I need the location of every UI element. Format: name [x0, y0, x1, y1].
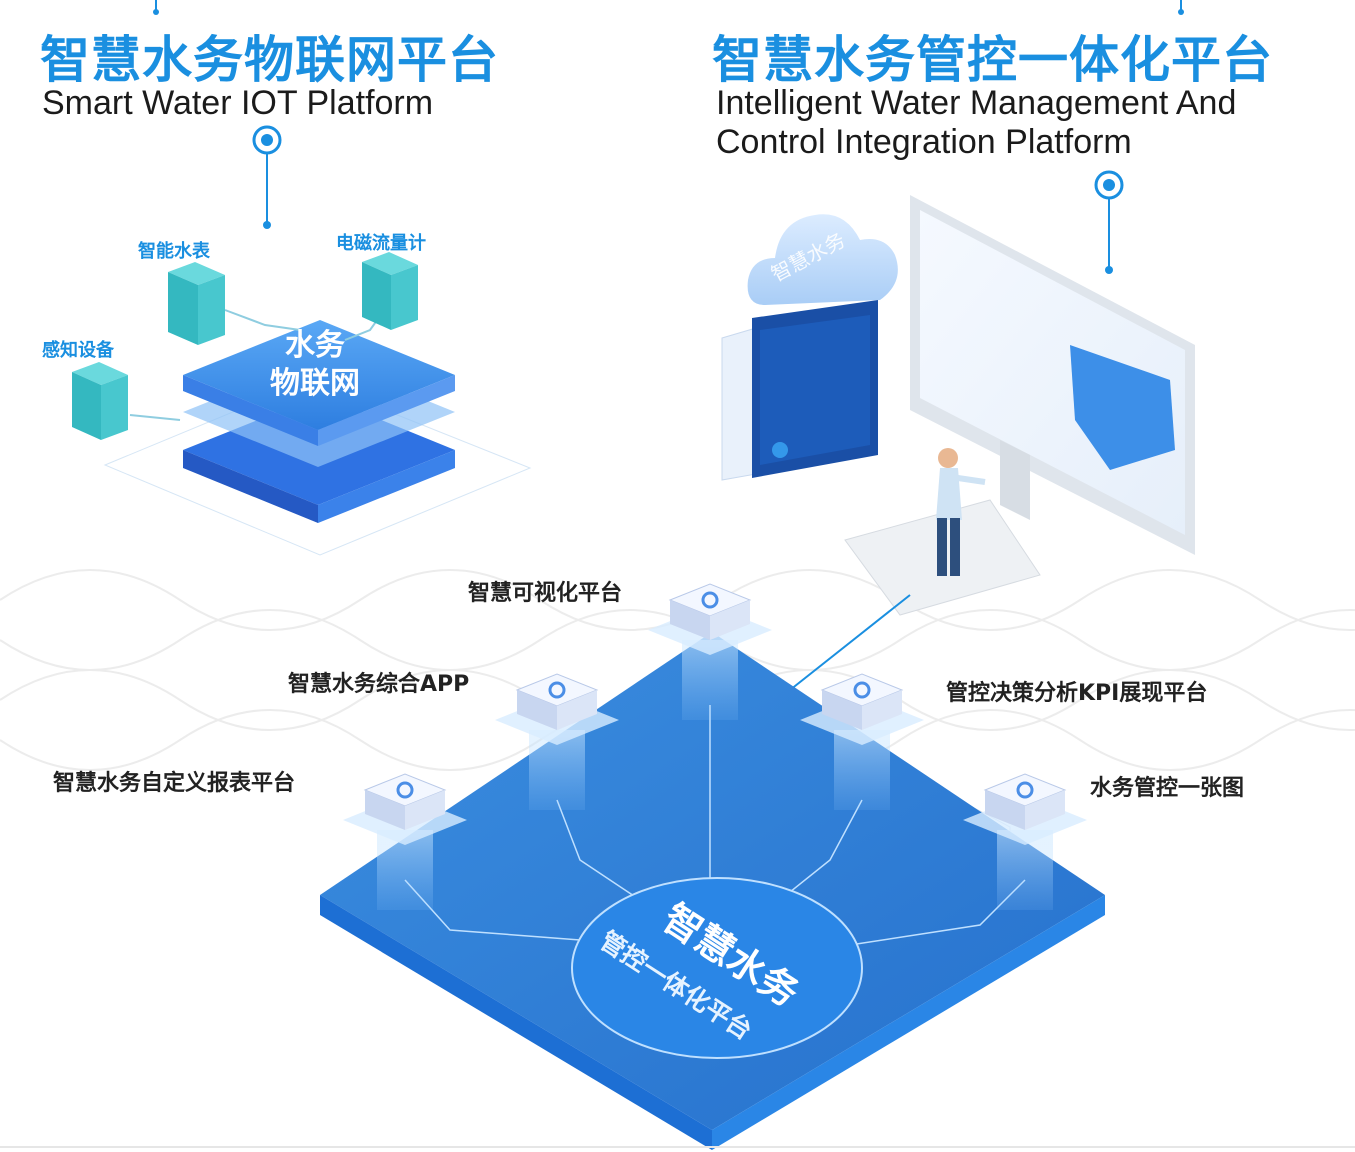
target-marker-left-icon	[252, 125, 282, 229]
cloud-icon	[747, 214, 898, 305]
main-platform	[320, 632, 1105, 1150]
iot-platform-subtitle: Smart Water IOT Platform	[42, 84, 434, 122]
control-platform-subtitle-line1: Intelligent Water Management And	[716, 84, 1237, 122]
bottom-divider	[0, 1146, 1355, 1148]
device-sensor-icon	[72, 362, 128, 440]
iot-center-label-1: 水务	[285, 328, 345, 363]
iot-center-label-2: 物联网	[270, 366, 360, 401]
monitor-icon	[844, 195, 1195, 908]
target-marker-right-icon	[1094, 170, 1124, 274]
node-label-app: 智慧水务综合APP	[288, 672, 470, 697]
control-platform-subtitle-line2: Control Integration Platform	[716, 123, 1132, 161]
device-label-sensor: 感知设备	[42, 340, 114, 361]
device-label-flowmeter: 电磁流量计	[336, 233, 426, 254]
control-platform-title: 智慧水务管控一体化平台	[712, 31, 1273, 89]
person-icon	[936, 448, 986, 576]
device-label-smart-meter: 智能水表	[138, 241, 210, 262]
device-smart-meter-icon	[168, 262, 225, 345]
node-label-visualization: 智慧可视化平台	[468, 581, 623, 606]
iot-platform-title: 智慧水务物联网平台	[40, 31, 499, 89]
dashboard-panels	[721, 300, 878, 481]
iot-stack	[103, 304, 532, 556]
server-nodes	[343, 583, 1087, 910]
node-label-map: 水务管控一张图	[1090, 776, 1245, 801]
device-flowmeter-icon	[362, 252, 418, 330]
node-label-report: 智慧水务自定义报表平台	[53, 771, 296, 796]
node-label-kpi: 管控决策分析KPI展现平台	[946, 681, 1208, 706]
